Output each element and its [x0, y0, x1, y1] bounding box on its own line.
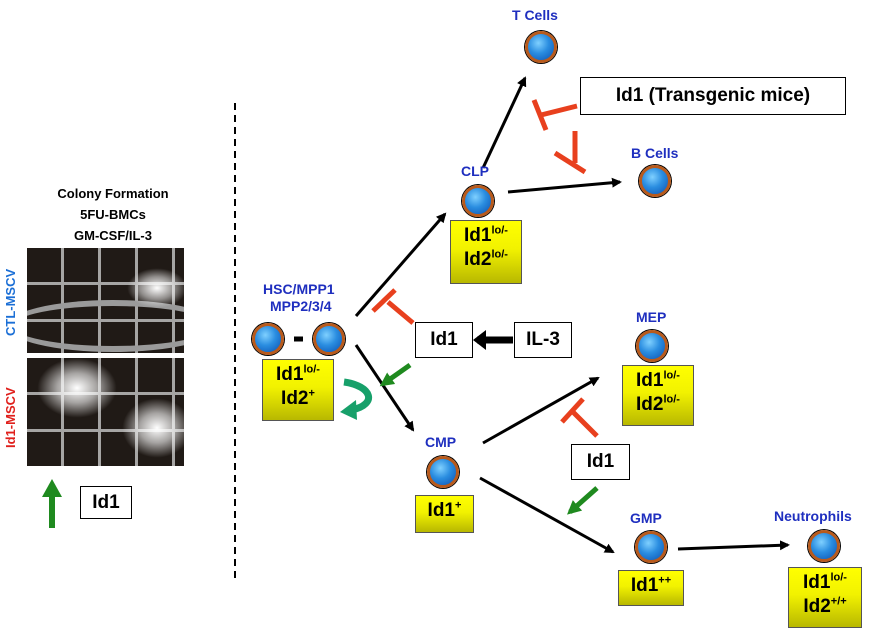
cmp-cell: [427, 456, 459, 488]
inhibit-transgenic-bcells: [553, 131, 587, 175]
inhibit-id1-clp: [371, 288, 415, 325]
hsc-expression: Id1lo/- Id2+: [262, 359, 334, 421]
arrow-id1-gmp: [567, 486, 599, 515]
t-cell: [525, 31, 557, 63]
il3-box: IL-3: [514, 322, 572, 358]
arrow-cmp-gmp: [479, 476, 615, 554]
arrow-clp-bcells: [507, 177, 622, 194]
cmp-label: CMP: [425, 434, 457, 450]
self-renewal-arrow: [343, 378, 372, 414]
arrow-hsc-cmp: [354, 344, 415, 432]
arrow-clp-tcells: [481, 76, 527, 169]
clp-cell: [462, 185, 494, 217]
clp-label: CLP: [461, 163, 489, 179]
inhibit-id1-mep: [560, 397, 599, 438]
cmp-expression: Id1+: [415, 495, 474, 533]
ctl-colony-photo: [27, 248, 184, 353]
neutrophil-cell: [808, 530, 840, 562]
arrow-id1-cmp: [379, 362, 412, 387]
arrow-gmp-neutrophils: [677, 540, 790, 551]
colony-title-2: 5FU-BMCs: [80, 207, 146, 222]
mep-label: MEP: [636, 309, 667, 325]
b-cell: [639, 165, 671, 197]
arrow-hsc-clp: [354, 212, 447, 317]
neutrophils-label: Neutrophils: [774, 508, 852, 524]
hsc-cell-2: [313, 323, 345, 355]
id1-msc-label: Id1-MSCV: [3, 387, 18, 448]
neutrophil-expression: Id1lo/- Id2+/+: [788, 567, 862, 628]
colony-title-3: GM-CSF/IL-3: [74, 228, 152, 243]
b-cells-label: B Cells: [631, 145, 679, 161]
colony-id1-box: Id1: [80, 486, 132, 519]
colony-title-1: Colony Formation: [57, 186, 169, 201]
hsc-cell-1: [252, 323, 284, 355]
mep-cell: [636, 330, 668, 362]
ctl-msc-label: CTL-MSCV: [3, 268, 18, 336]
mep-expression: Id1lo/- Id2lo/-: [622, 365, 694, 426]
id1-lower-box: Id1: [571, 444, 630, 480]
gmp-cell: [635, 531, 667, 563]
gmp-label: GMP: [630, 510, 662, 526]
t-cells-label: T Cells: [512, 7, 558, 23]
transgenic-box: Id1 (Transgenic mice): [580, 77, 846, 115]
inhibit-transgenic-tcells: [531, 99, 578, 131]
clp-expression: Id1lo/- Id2lo/-: [450, 220, 522, 284]
id1-colony-photo: [27, 358, 184, 466]
gmp-expression: Id1++: [618, 570, 684, 606]
arrow-cmp-mep: [482, 376, 600, 445]
hsc-label-2: MPP2/3/4: [270, 298, 332, 314]
hsc-label-1: HSC/MPP1: [263, 281, 335, 297]
id1-center-box: Id1: [415, 322, 473, 358]
